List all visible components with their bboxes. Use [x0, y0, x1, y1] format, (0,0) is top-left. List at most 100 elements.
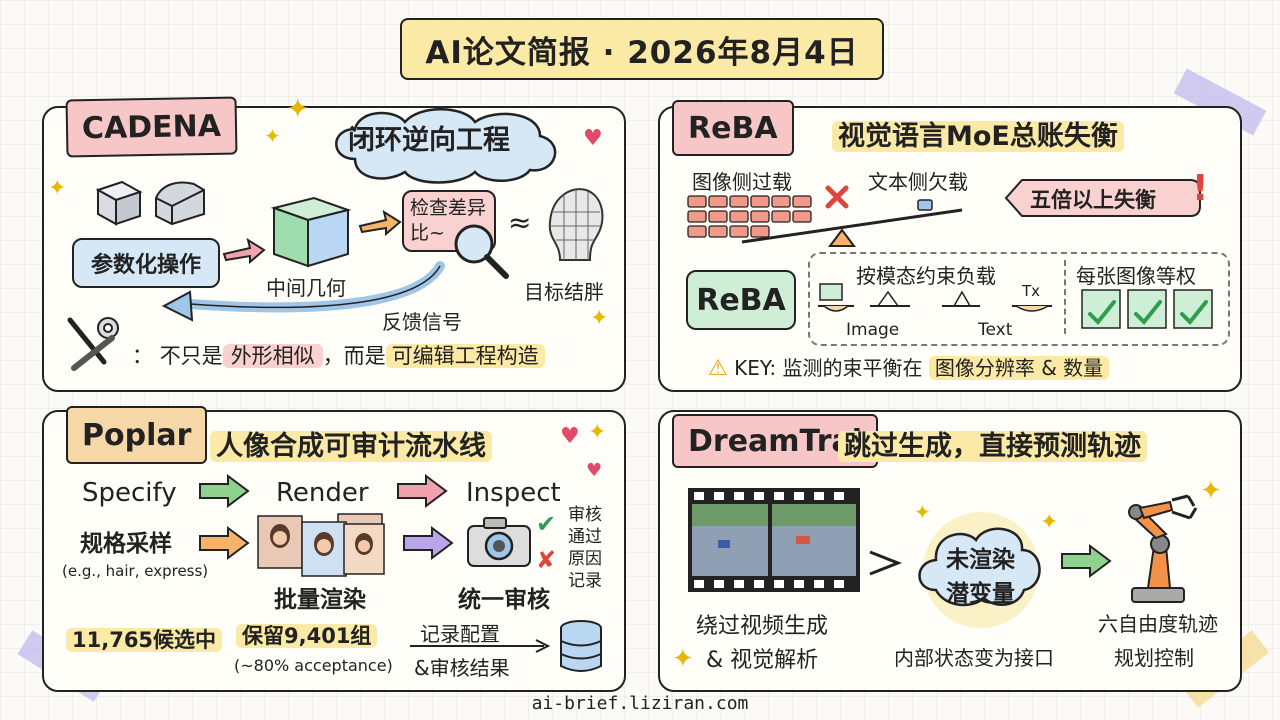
latent-label-a: 未渲染: [946, 547, 1015, 573]
cadena-cloud-shape: [335, 108, 557, 184]
dreamtraj-subtitle-text: 跳过生成，直接预测轨迹: [838, 431, 1147, 462]
summary-part-c: ，而是: [322, 344, 386, 368]
log-results-label: &审核结果: [414, 656, 510, 680]
image-label: Image: [846, 320, 900, 340]
image-overload-label: 图像侧过载: [692, 170, 792, 194]
poplar-subtitle: 人像合成可审计流水线: [210, 424, 492, 463]
sparkle-icon: ✦: [1040, 510, 1059, 535]
text-underload-label: 文本侧欠载: [868, 170, 968, 194]
arrow-right-icon: [410, 639, 551, 653]
check-diff-label: 检查差异比~: [410, 197, 487, 244]
seesaw-balance-icon: [741, 185, 963, 247]
feedback-arrow-icon: [161, 261, 445, 322]
footer-url[interactable]: ai-brief.liziran.com: [531, 693, 749, 714]
modality-label: 按模态约束负载: [856, 264, 996, 288]
spec-eg-label: (e.g., hair, express): [62, 562, 209, 580]
mesh-head-icon: [548, 188, 604, 261]
review-line: 记录: [568, 571, 602, 591]
cadena-tag: CADENA: [65, 96, 238, 158]
imbalance-label: 五倍以上失衡: [1030, 188, 1156, 212]
latent-cloud-shape: [918, 512, 1041, 628]
log-config-label: 记录配置: [420, 622, 500, 646]
arrow-right-icon: [222, 237, 266, 265]
review-lines: 审核 通过 原因 记录: [568, 504, 608, 592]
sparkle-icon: ✦: [1200, 476, 1222, 506]
kept-text: 保留9,401组: [236, 624, 378, 648]
exclaim-icon: !: [1192, 168, 1209, 209]
reba-key-line: ⚠ KEY: 监测的束平衡在 图像分辨率 & 数量: [708, 352, 1110, 381]
cadena-summary: ： 不只是外形相似，而是可编辑工程构造: [132, 340, 545, 370]
reba-method-box: ReBA: [686, 270, 796, 330]
reba-subtitle-text: 视觉语言MoE总账失衡: [832, 121, 1124, 152]
reba-key-prefix: KEY: 监测的束平衡在: [734, 356, 923, 380]
summary-colon: ：: [132, 344, 153, 368]
tx-label: Tx: [1022, 282, 1041, 300]
warning-icon: ⚠: [708, 356, 728, 381]
arrow-right-icon: [403, 526, 454, 560]
reba-subtitle: 视觉语言MoE总账失衡: [832, 114, 1124, 153]
cross-icon: ✘: [536, 546, 557, 574]
robot-arm-icon: [1128, 494, 1198, 603]
heart-icon: ♥: [583, 126, 603, 151]
summary-part-d: 可编辑工程构造: [385, 344, 545, 368]
review-line: 审核: [568, 505, 602, 525]
sparkle-icon: ✦: [588, 420, 607, 445]
intermediate-label: 中间几何: [266, 276, 346, 300]
batch-render-label: 批量渲染: [274, 587, 366, 613]
tools-icon: [67, 317, 119, 371]
bypass-label-a: 绕过视频生成: [696, 614, 829, 639]
step-inspect: Inspect: [466, 478, 561, 508]
cube-icon: [95, 180, 143, 226]
review-line: 通过: [568, 527, 602, 547]
sparkle-icon: ✦: [48, 176, 67, 201]
candidates-label: 11,765候选中: [66, 624, 223, 654]
intermediate-cube-icon: [270, 196, 352, 268]
step-specify: Specify: [82, 478, 177, 508]
spec-sample-label: 规格采样: [80, 531, 172, 557]
magnifier-icon: [454, 224, 509, 279]
arrow-right-icon: [358, 209, 402, 237]
video-filmstrip-icon: [688, 488, 860, 592]
arrow-right-icon: [869, 550, 903, 576]
summary-part-b: 外形相似: [222, 344, 323, 368]
text-scale-icon: [942, 290, 1052, 312]
sparkle-icon: ✦: [286, 92, 310, 125]
check-diff-box: 检查差异比~: [402, 190, 496, 252]
reba-tag-text: ReBA: [688, 110, 778, 146]
cadena-tag-text: CADENA: [81, 108, 222, 146]
summary-part-a: 不只是: [159, 344, 223, 368]
arrow-right-icon: [199, 526, 250, 560]
step-render: Render: [276, 478, 369, 508]
checked-image-icons: [1081, 289, 1213, 329]
beveled-block-icon: [155, 181, 205, 226]
reba-tag: ReBA: [672, 100, 794, 156]
camera-icon: [467, 517, 531, 567]
page-title: AI论文简报 · 2026年8月4日: [400, 18, 884, 80]
sparkle-icon: ✦: [590, 306, 609, 331]
dreamtraj-tag-text: DreamTraj: [688, 423, 863, 459]
reba-dashed-divider: [1064, 260, 1066, 334]
poplar-subtitle-text: 人像合成可审计流水线: [210, 431, 492, 462]
dof-label-b: 规划控制: [1114, 646, 1194, 670]
text-label: Text: [978, 320, 1013, 340]
poplar-tag-text: Poplar: [82, 417, 192, 453]
latent-label-b: 潜变量: [946, 581, 1015, 607]
equal-weight-label: 每张图像等权: [1076, 264, 1196, 288]
page-title-text: AI论文简报 · 2026年8月4日: [425, 34, 859, 71]
acceptance-label: (~80% acceptance): [234, 656, 393, 675]
kept-label: 保留9,401组: [236, 620, 378, 650]
portrait-stack-icon: [257, 513, 385, 577]
feedback-label: 反馈信号: [382, 310, 462, 334]
dof-label-a: 六自由度轨迹: [1098, 612, 1218, 636]
sparkle-icon: ✦: [264, 124, 281, 148]
internal-state-label: 内部状态变为接口: [894, 646, 1054, 670]
image-scale-icon: [818, 283, 910, 312]
dreamtraj-subtitle: 跳过生成，直接预测轨迹: [838, 424, 1147, 463]
sparkle-icon: ✦: [914, 500, 931, 524]
poplar-tag: Poplar: [66, 406, 208, 464]
arrow-right-icon: [397, 474, 448, 508]
imbalance-callout-shape: [1004, 179, 1201, 217]
candidates-text: 11,765候选中: [66, 628, 223, 652]
database-icon: [560, 620, 602, 672]
heart-icon: ♥: [586, 460, 603, 481]
